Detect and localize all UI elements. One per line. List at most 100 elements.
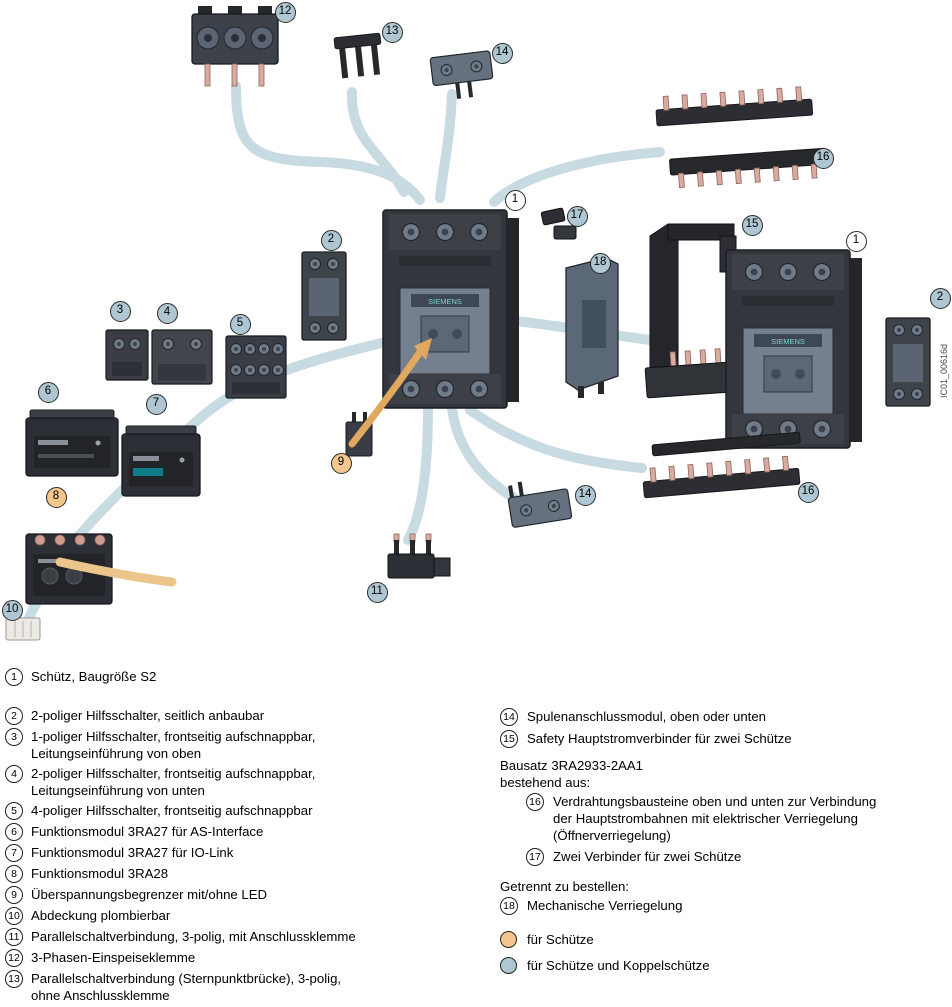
legend-num-15: 15 — [500, 730, 518, 748]
callout-15: 15 — [741, 214, 763, 236]
component-contactor-right — [726, 250, 862, 448]
legend-text-18: Mechanische Verriegelung — [527, 898, 683, 913]
bausatz-heading: Bausatz 3RA2933-2AA1 bestehend aus: — [500, 757, 950, 791]
legend-item-3: 3 1-poliger Hilfsschalter, frontseitig au… — [5, 728, 487, 762]
component-wiring-combs-top — [654, 85, 828, 189]
callout-10: 10 — [1, 599, 23, 621]
legend-num-4: 4 — [5, 765, 23, 783]
legend-item-18: 18 Mechanische Verriegelung — [500, 897, 950, 915]
legend-text-10: Abdeckung plombierbar — [31, 908, 171, 923]
legend-num-17: 17 — [526, 848, 544, 866]
legend-num-13: 13 — [5, 970, 23, 988]
callout-1: 1 — [504, 189, 526, 211]
legend-item-7: 7 Funktionsmodul 3RA27 für IO-Link — [5, 844, 487, 862]
component-feed-terminal — [191, 6, 279, 87]
legend-num-5: 5 — [5, 802, 23, 820]
legend-num-2: 2 — [5, 707, 23, 725]
legend-item-4: 4 2-poliger Hilfsschalter, frontseitig au… — [5, 765, 487, 799]
callout-2: 2 — [320, 229, 342, 251]
callout-2: 2 — [929, 287, 951, 309]
legend-item-16: 16 Verdrahtungsbausteine oben und unten … — [526, 793, 950, 844]
component-connectors-17 — [540, 207, 577, 240]
legend-text-14: Spulenanschlussmodul, oben oder unten — [527, 709, 767, 724]
legend-num-7: 7 — [5, 844, 23, 862]
callout-14: 14 — [491, 42, 513, 64]
orange-paths — [55, 338, 432, 587]
component-function-module-iolink — [121, 425, 201, 497]
legend-num-3: 3 — [5, 728, 23, 746]
callout-6: 6 — [37, 381, 59, 403]
component-aux-switch-left — [302, 252, 346, 340]
legend-num-8: 8 — [5, 865, 23, 883]
callout-11: 11 — [366, 581, 388, 603]
legend-item-13: 13 Parallelschaltverbindung (Sternpunktbr… — [5, 970, 487, 1004]
blue-key-label: für Schütze und Koppelschütze — [527, 958, 710, 973]
legend-text-7: Funktionsmodul 3RA27 für IO-Link — [31, 845, 234, 860]
callout-17: 17 — [566, 205, 588, 227]
legend-item-17: 17 Zwei Verbinder für zwei Schütze — [526, 848, 950, 866]
legend-item-6: 6 Funktionsmodul 3RA27 für AS-Interface — [5, 823, 487, 841]
component-aux-2pole-front — [151, 329, 213, 385]
key-row-blue: für Schütze und Koppelschütze — [500, 957, 950, 974]
legend-num-1: 1 — [5, 668, 23, 686]
component-wiring-comb-bottom — [641, 431, 801, 499]
legend-num-9: 9 — [5, 886, 23, 904]
callout-5: 5 — [229, 313, 251, 335]
legend-text-13: Parallelschaltverbindung (Sternpunktbrüc… — [31, 971, 342, 1003]
legend-left: 1 Schütz, Baugröße S2 2 2-poliger Hilfsscha… — [5, 668, 487, 1007]
component-aux-1pole — [105, 329, 149, 381]
callout-12: 12 — [274, 1, 296, 23]
component-function-module-asi — [25, 409, 119, 477]
component-star-bridge — [333, 32, 382, 79]
legend-text-15: Safety Hauptstromverbinder für zwei Schü… — [527, 731, 792, 746]
legend-text-4: 2-poliger Hilfsschalter, frontseitig auf… — [31, 766, 316, 798]
bausatz-title: Bausatz 3RA2933-2AA1 — [500, 758, 643, 773]
legend-num-18: 18 — [500, 897, 518, 915]
component-sealable-cover — [5, 617, 41, 641]
legend-text-6: Funktionsmodul 3RA27 für AS-Interface — [31, 824, 264, 839]
callout-3: 3 — [109, 300, 131, 322]
callout-14: 14 — [574, 484, 596, 506]
legend-item-5: 5 4-poliger Hilfsschalter, frontseitig au… — [5, 802, 487, 820]
legend-text-3: 1-poliger Hilfsschalter, frontseitig auf… — [31, 729, 316, 761]
component-coil-module-top — [429, 50, 494, 99]
legend-text-16: Verdrahtungsbausteine oben und unten zur… — [553, 794, 877, 843]
diagram-svg: SIEMENS — [5, 6, 949, 641]
orange-key-circle — [500, 931, 517, 948]
legend-item-14: 14 Spulenanschlussmodul, oben oder unten — [500, 708, 950, 726]
component-aux-switch-right — [886, 318, 930, 406]
legend-text-12: 3-Phasen-Einspeiseklemme — [31, 950, 196, 965]
blue-key-circle — [500, 957, 517, 974]
callout-8: 8 — [45, 486, 67, 508]
callout-16: 16 — [797, 481, 819, 503]
callout-18: 18 — [589, 252, 611, 274]
color-key: für Schütze für Schütze und Koppelschütz… — [500, 931, 950, 974]
separate-order-heading: Getrennt zu bestellen: — [500, 879, 630, 894]
key-row-orange: für Schütze — [500, 931, 950, 948]
callout-4: 4 — [156, 302, 178, 324]
legend-text-5: 4-poliger Hilfsschalter, frontseitig auf… — [31, 803, 313, 818]
legend-item-1: 1 Schütz, Baugröße S2 — [5, 668, 487, 686]
callout-13: 13 — [381, 21, 403, 43]
legend-num-14: 14 — [500, 708, 518, 726]
legend-num-16: 16 — [526, 793, 544, 811]
legend-text-1: Schütz, Baugröße S2 — [31, 669, 157, 684]
component-aux-4pole — [225, 335, 287, 399]
legend-num-6: 6 — [5, 823, 23, 841]
legend-item-15: 15 Safety Hauptstromverbinder für zwei S… — [500, 730, 950, 748]
callout-7: 7 — [145, 393, 167, 415]
orange-key-label: für Schütze — [527, 932, 594, 947]
component-mechanical-interlock — [565, 257, 619, 398]
legend-item-9: 9 Überspannungsbegrenzer mit/ohne LED — [5, 886, 487, 904]
legend-num-11: 11 — [5, 928, 23, 946]
legend-text-9: Überspannungsbegrenzer mit/ohne LED — [31, 887, 268, 902]
bausatz-subtitle: bestehend aus: — [500, 775, 591, 790]
legend-text-2: 2-poliger Hilfsschalter, seitlich anbaub… — [31, 708, 265, 723]
legend-right: 14 Spulenanschlussmodul, oben oder unten… — [500, 708, 950, 983]
legend-text-17: Zwei Verbinder für zwei Schütze — [553, 849, 742, 864]
watermark: IC01_00616d — [939, 344, 949, 398]
